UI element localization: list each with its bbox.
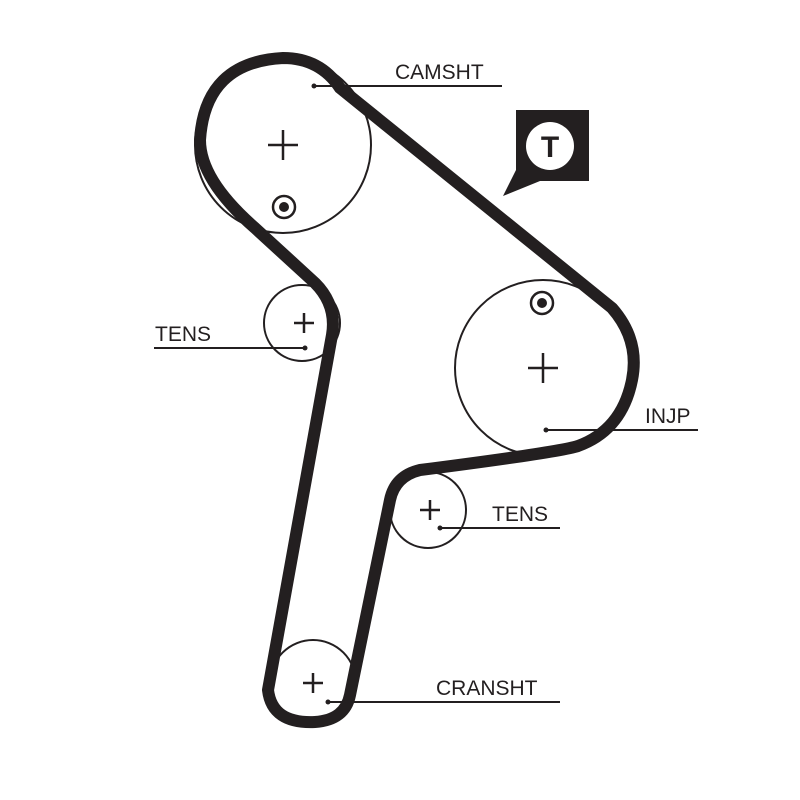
lower-tensioner-center-cross-icon (420, 500, 440, 520)
upper-tensioner-pulley (263, 284, 341, 362)
tensioner-badge-letter: T (541, 131, 559, 164)
upper-tensioner-label: TENS (155, 323, 211, 346)
crankshaft-center-cross-icon (303, 673, 323, 693)
lower-tensioner-label: TENS (492, 503, 548, 526)
tensioner-badge-icon: T (503, 110, 589, 196)
crankshaft-leader-line (325, 699, 560, 705)
lower-tensioner-leader-line (437, 525, 560, 531)
camshaft-center-cross-icon (268, 130, 298, 160)
injection-pump-leader-line (543, 427, 698, 433)
upper-tensioner-leader-line (154, 345, 308, 351)
camshaft-leader-line (311, 83, 502, 89)
timing-belt (194, 52, 640, 729)
injection-pump-center-cross-icon (528, 353, 558, 383)
crankshaft-label: CRANSHT (436, 677, 538, 700)
injection-pump-label: INJP (645, 405, 691, 428)
camshaft-timing-mark-icon (271, 194, 297, 220)
injection-pump-timing-mark-icon (529, 290, 555, 316)
camshaft-label: CAMSHT (395, 61, 484, 84)
upper-tensioner-center-cross-icon (294, 313, 314, 333)
